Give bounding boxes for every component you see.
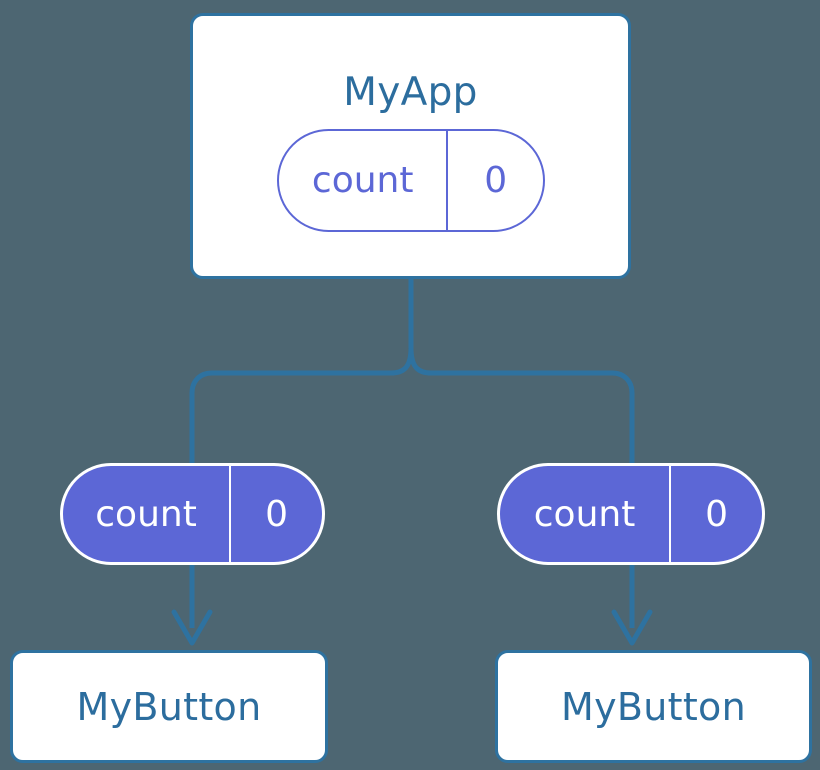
props-pill-left-key: count xyxy=(63,466,232,562)
arrow-head-right xyxy=(611,609,653,646)
props-pill-left[interactable]: count 0 xyxy=(60,463,325,565)
state-pill-key: count xyxy=(279,131,449,230)
props-pill-left-value: 0 xyxy=(265,493,289,535)
props-pill-right-key: count xyxy=(500,466,672,562)
state-pill-value: 0 xyxy=(484,160,508,201)
component-title-mybutton-right: MyButton xyxy=(561,685,746,729)
component-title-myapp: MyApp xyxy=(343,70,478,115)
branch-line-right xyxy=(408,347,635,470)
state-pill-myapp[interactable]: count 0 xyxy=(277,129,545,232)
props-pill-right-value: 0 xyxy=(705,493,728,535)
props-pill-right[interactable]: count 0 xyxy=(497,463,765,565)
component-title-mybutton-left: MyButton xyxy=(76,685,262,729)
branch-line-left xyxy=(189,347,414,470)
component-box-mybutton-left[interactable]: MyButton xyxy=(10,650,328,763)
component-box-mybutton-right[interactable]: MyButton xyxy=(495,650,812,763)
arrow-head-left xyxy=(171,609,213,646)
